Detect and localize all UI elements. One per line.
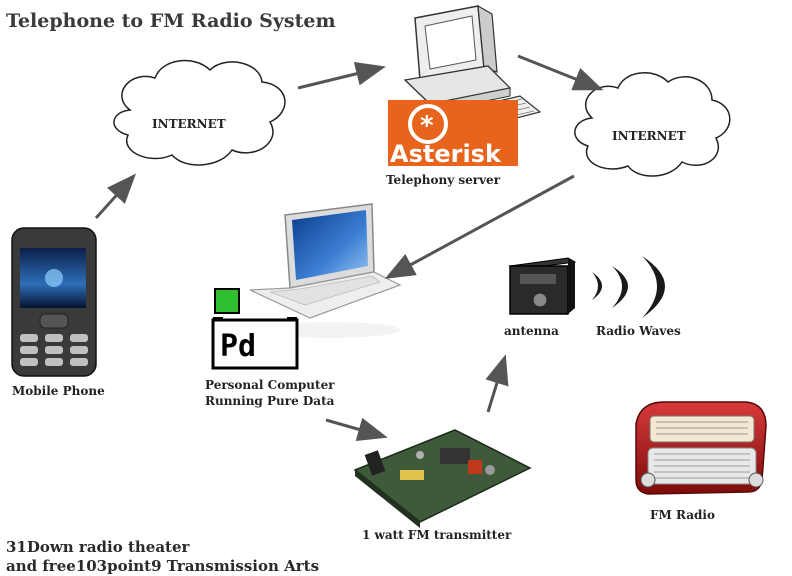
internet-left-label: INTERNET	[152, 117, 226, 131]
arrow-pc-to-transmitter	[325, 417, 388, 441]
fm-transmitter-label: 1 watt FM transmitter	[362, 528, 512, 542]
asterisk-logo: * Asterisk	[388, 100, 518, 168]
antenna-icon	[508, 257, 577, 315]
arrow-internet-to-laptop	[384, 174, 575, 279]
radio-waves-icon	[592, 256, 665, 318]
arrow-server-to-internet	[517, 54, 604, 91]
pd-logo: Pd	[211, 288, 299, 370]
fm-transmitter-icon	[353, 429, 532, 528]
radio-waves-label: Radio Waves	[596, 324, 681, 338]
flow-arrows	[94, 54, 604, 441]
page-title: Telephone to FM Radio System	[6, 10, 336, 32]
internet-cloud-right	[574, 72, 731, 177]
personal-computer-label: Personal Computer Running Pure Data	[205, 377, 335, 409]
svg-text:*: *	[420, 111, 434, 141]
arrow-transmitter-to-antenna	[485, 354, 509, 413]
mobile-phone-icon	[11, 227, 97, 377]
internet-right-label: INTERNET	[612, 129, 686, 143]
fm-radio-icon	[635, 401, 767, 495]
credits-line1: 31Down radio theater	[6, 538, 190, 556]
pc-label-line2: Running Pure Data	[205, 394, 335, 408]
arrow-internet-to-server	[297, 62, 386, 90]
mobile-phone-label: Mobile Phone	[12, 384, 105, 398]
antenna-label: antenna	[504, 324, 559, 338]
pc-label-line1: Personal Computer	[205, 378, 335, 392]
internet-cloud-left	[113, 59, 286, 166]
telephony-server-label: Telephony server	[386, 173, 501, 187]
fm-radio-label: FM Radio	[650, 508, 715, 522]
pd-logo-text: Pd	[220, 329, 256, 364]
laptop-icon	[249, 203, 402, 338]
asterisk-logo-text: Asterisk	[390, 140, 502, 168]
credits-line2: and free103point9 Transmission Arts	[6, 557, 320, 575]
arrow-phone-to-internet	[94, 173, 137, 220]
credits: 31Down radio theater and free103point9 T…	[6, 538, 319, 576]
